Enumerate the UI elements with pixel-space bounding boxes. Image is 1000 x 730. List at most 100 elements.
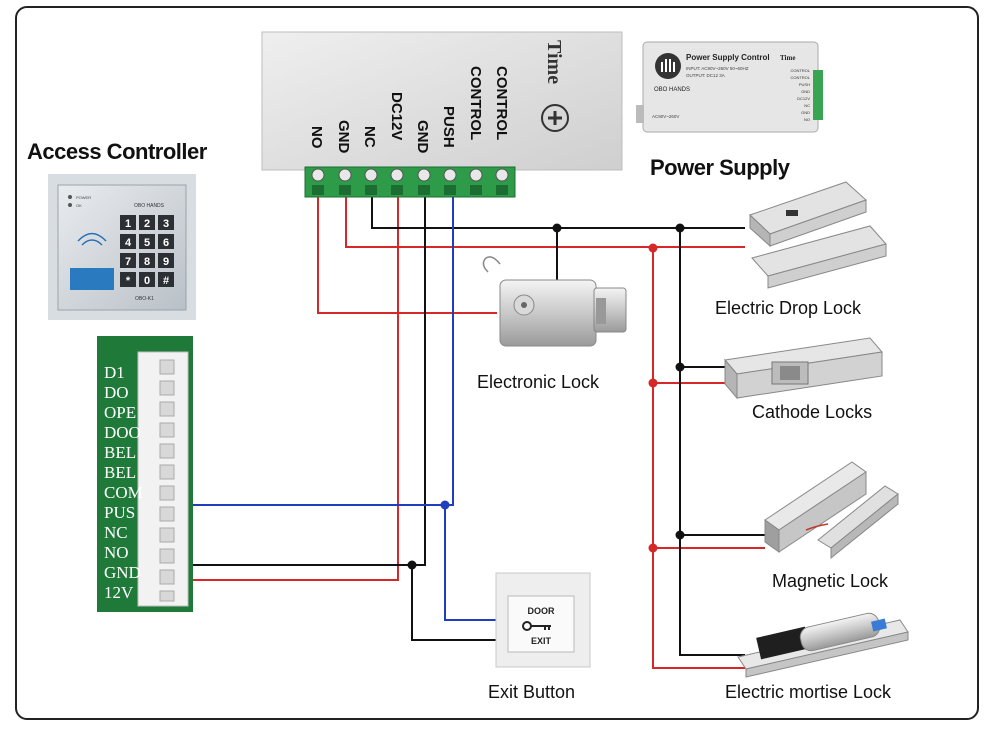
diagram-text: POWER	[76, 195, 91, 200]
ps-logo-icon	[541, 104, 569, 132]
diagram-text: EXIT	[531, 636, 552, 646]
diagram-text: 5	[144, 237, 150, 249]
ps-brand: Time	[543, 40, 565, 84]
diagram-text: OK	[76, 203, 82, 208]
diagram-text: DC12V	[388, 92, 405, 140]
junction-dot	[440, 500, 450, 510]
red-wire-gnd-to-drop-lock	[345, 195, 745, 248]
diagram-text: OPE	[104, 403, 136, 422]
black-wire-gnd-to-board	[193, 195, 426, 566]
diagram-text: PUSH	[440, 106, 457, 148]
diagram-text: DOOR	[528, 606, 556, 616]
label-magnetic-lock: Magnetic Lock	[772, 571, 889, 591]
red-wire-dc12v-to-board	[193, 195, 399, 581]
red-wire-no-to-electronic-lock	[317, 195, 497, 314]
electric-drop-lock	[749, 181, 887, 289]
junction-dot	[675, 362, 685, 372]
diagram-text: COM	[104, 483, 143, 502]
diagram-text: GND	[801, 89, 810, 94]
diagram-text: CONTROL	[790, 75, 810, 80]
diagram-text: BEL	[104, 463, 136, 482]
diagram-text: 7	[125, 256, 131, 268]
diagram-text: CONTROL	[493, 66, 510, 140]
ps-terminal-labels: NO GND NC DC12V GND PUSH CONTROL CONTROL	[308, 66, 510, 154]
black-bus-vertical	[679, 228, 745, 656]
diagram-text: NC	[361, 126, 378, 148]
key-icon	[522, 621, 551, 631]
junction-dots	[407, 223, 685, 570]
rfid-icon	[77, 232, 107, 246]
cathode-lock	[724, 337, 883, 400]
diagram-text: CONTROL	[467, 66, 484, 140]
wires	[193, 195, 765, 669]
label-electric-mortise-lock: Electric mortise Lock	[725, 682, 892, 702]
black-wire-to-exit	[411, 565, 497, 641]
diagram-text: NC	[804, 103, 810, 108]
diagram-text: *	[126, 275, 131, 287]
keypad-keys: 1 2 3 4 5 6 7 8 9 * 0 #	[120, 215, 174, 287]
diagram-text: 12V	[104, 583, 134, 602]
diagram-text: CONTROL	[790, 68, 810, 73]
magnetic-lock	[764, 461, 899, 560]
diagram-text: GND	[335, 120, 352, 154]
electronic-lock	[482, 256, 627, 347]
diagram-text: 6	[163, 237, 169, 249]
diagram-text: GND	[104, 563, 141, 582]
diagram-text: OBO-K1	[135, 296, 154, 302]
junction-dot	[648, 543, 658, 553]
diagram-text: NO	[308, 126, 325, 149]
diagram-text: Time	[780, 54, 795, 62]
diagram-text: 8	[144, 256, 150, 268]
diagram-frame	[15, 6, 979, 720]
diagram-text: DOO	[104, 423, 141, 442]
controller-board: D1 DO OPE DOO BEL BEL COM PUS NC NO GND …	[97, 336, 193, 612]
diagram-text: NC	[104, 523, 128, 542]
junction-dot	[648, 378, 658, 388]
diagram-text: 3	[163, 218, 169, 230]
diagram-text: INPUT: AC90V~260V 50~60HZ	[686, 66, 749, 71]
board-pin-labels: D1 DO OPE DOO BEL BEL COM PUS NC NO GND …	[104, 363, 143, 602]
diagram-text: #	[163, 275, 169, 287]
diagram-text: AC90V~260V	[652, 114, 679, 119]
label-electric-drop-lock: Electric Drop Lock	[715, 298, 862, 318]
diagram-text: 0	[144, 275, 150, 287]
power-supply-photo: OBO HANDS Power Supply Control Time INPU…	[636, 41, 823, 133]
diagram-text: Power Supply Control	[686, 53, 770, 62]
junction-dot	[648, 243, 658, 253]
label-cathode-locks: Cathode Locks	[752, 402, 873, 422]
label-exit-button: Exit Button	[488, 682, 576, 702]
junction-dot	[552, 223, 562, 233]
exit-button-device: DOOR EXIT	[495, 572, 591, 668]
diagram-text: NO	[104, 543, 129, 562]
label-power-supply: Power Supply	[650, 155, 790, 180]
diagram-text: 1	[125, 218, 131, 230]
label-electronic-lock: Electronic Lock	[477, 372, 600, 392]
junction-dot	[675, 530, 685, 540]
diagram-text: BEL	[104, 443, 136, 462]
red-bus-vertical	[652, 248, 745, 669]
diagram-text: 2	[144, 218, 150, 230]
blue-wire-to-exit	[444, 505, 497, 621]
diagram-text: DC12V	[797, 96, 810, 101]
diagram-text: D1	[104, 363, 125, 382]
diagram-text: PUSH	[799, 82, 810, 87]
diagram-text: OUTPUT: DC12 3A	[686, 73, 725, 78]
access-controller-keypad: POWER OK OBO HANDS 1 2 3 4 5 6 7	[48, 174, 196, 320]
blue-wire-push	[193, 195, 454, 506]
junction-dot	[407, 560, 417, 570]
black-wire-nc-to-locks	[371, 195, 745, 229]
diagram-text: PUS	[104, 503, 135, 522]
junction-dot	[675, 223, 685, 233]
label-access-controller: Access Controller	[27, 139, 207, 164]
power-supply-box: Time NO GND NC DC12V GND PUSH CONTROL CO…	[261, 31, 623, 198]
diagram-text: NO	[804, 117, 810, 122]
diagram-text: GND	[801, 110, 810, 115]
diagram-text: OBO HANDS	[654, 87, 690, 93]
ps-terminal-block	[304, 166, 516, 198]
hand-logo-icon	[655, 53, 681, 79]
diagram-text: OBO HANDS	[134, 203, 165, 209]
diagram-text: 4	[125, 237, 132, 249]
diagram-text: GND	[414, 120, 431, 154]
diagram-text: 9	[163, 256, 169, 268]
